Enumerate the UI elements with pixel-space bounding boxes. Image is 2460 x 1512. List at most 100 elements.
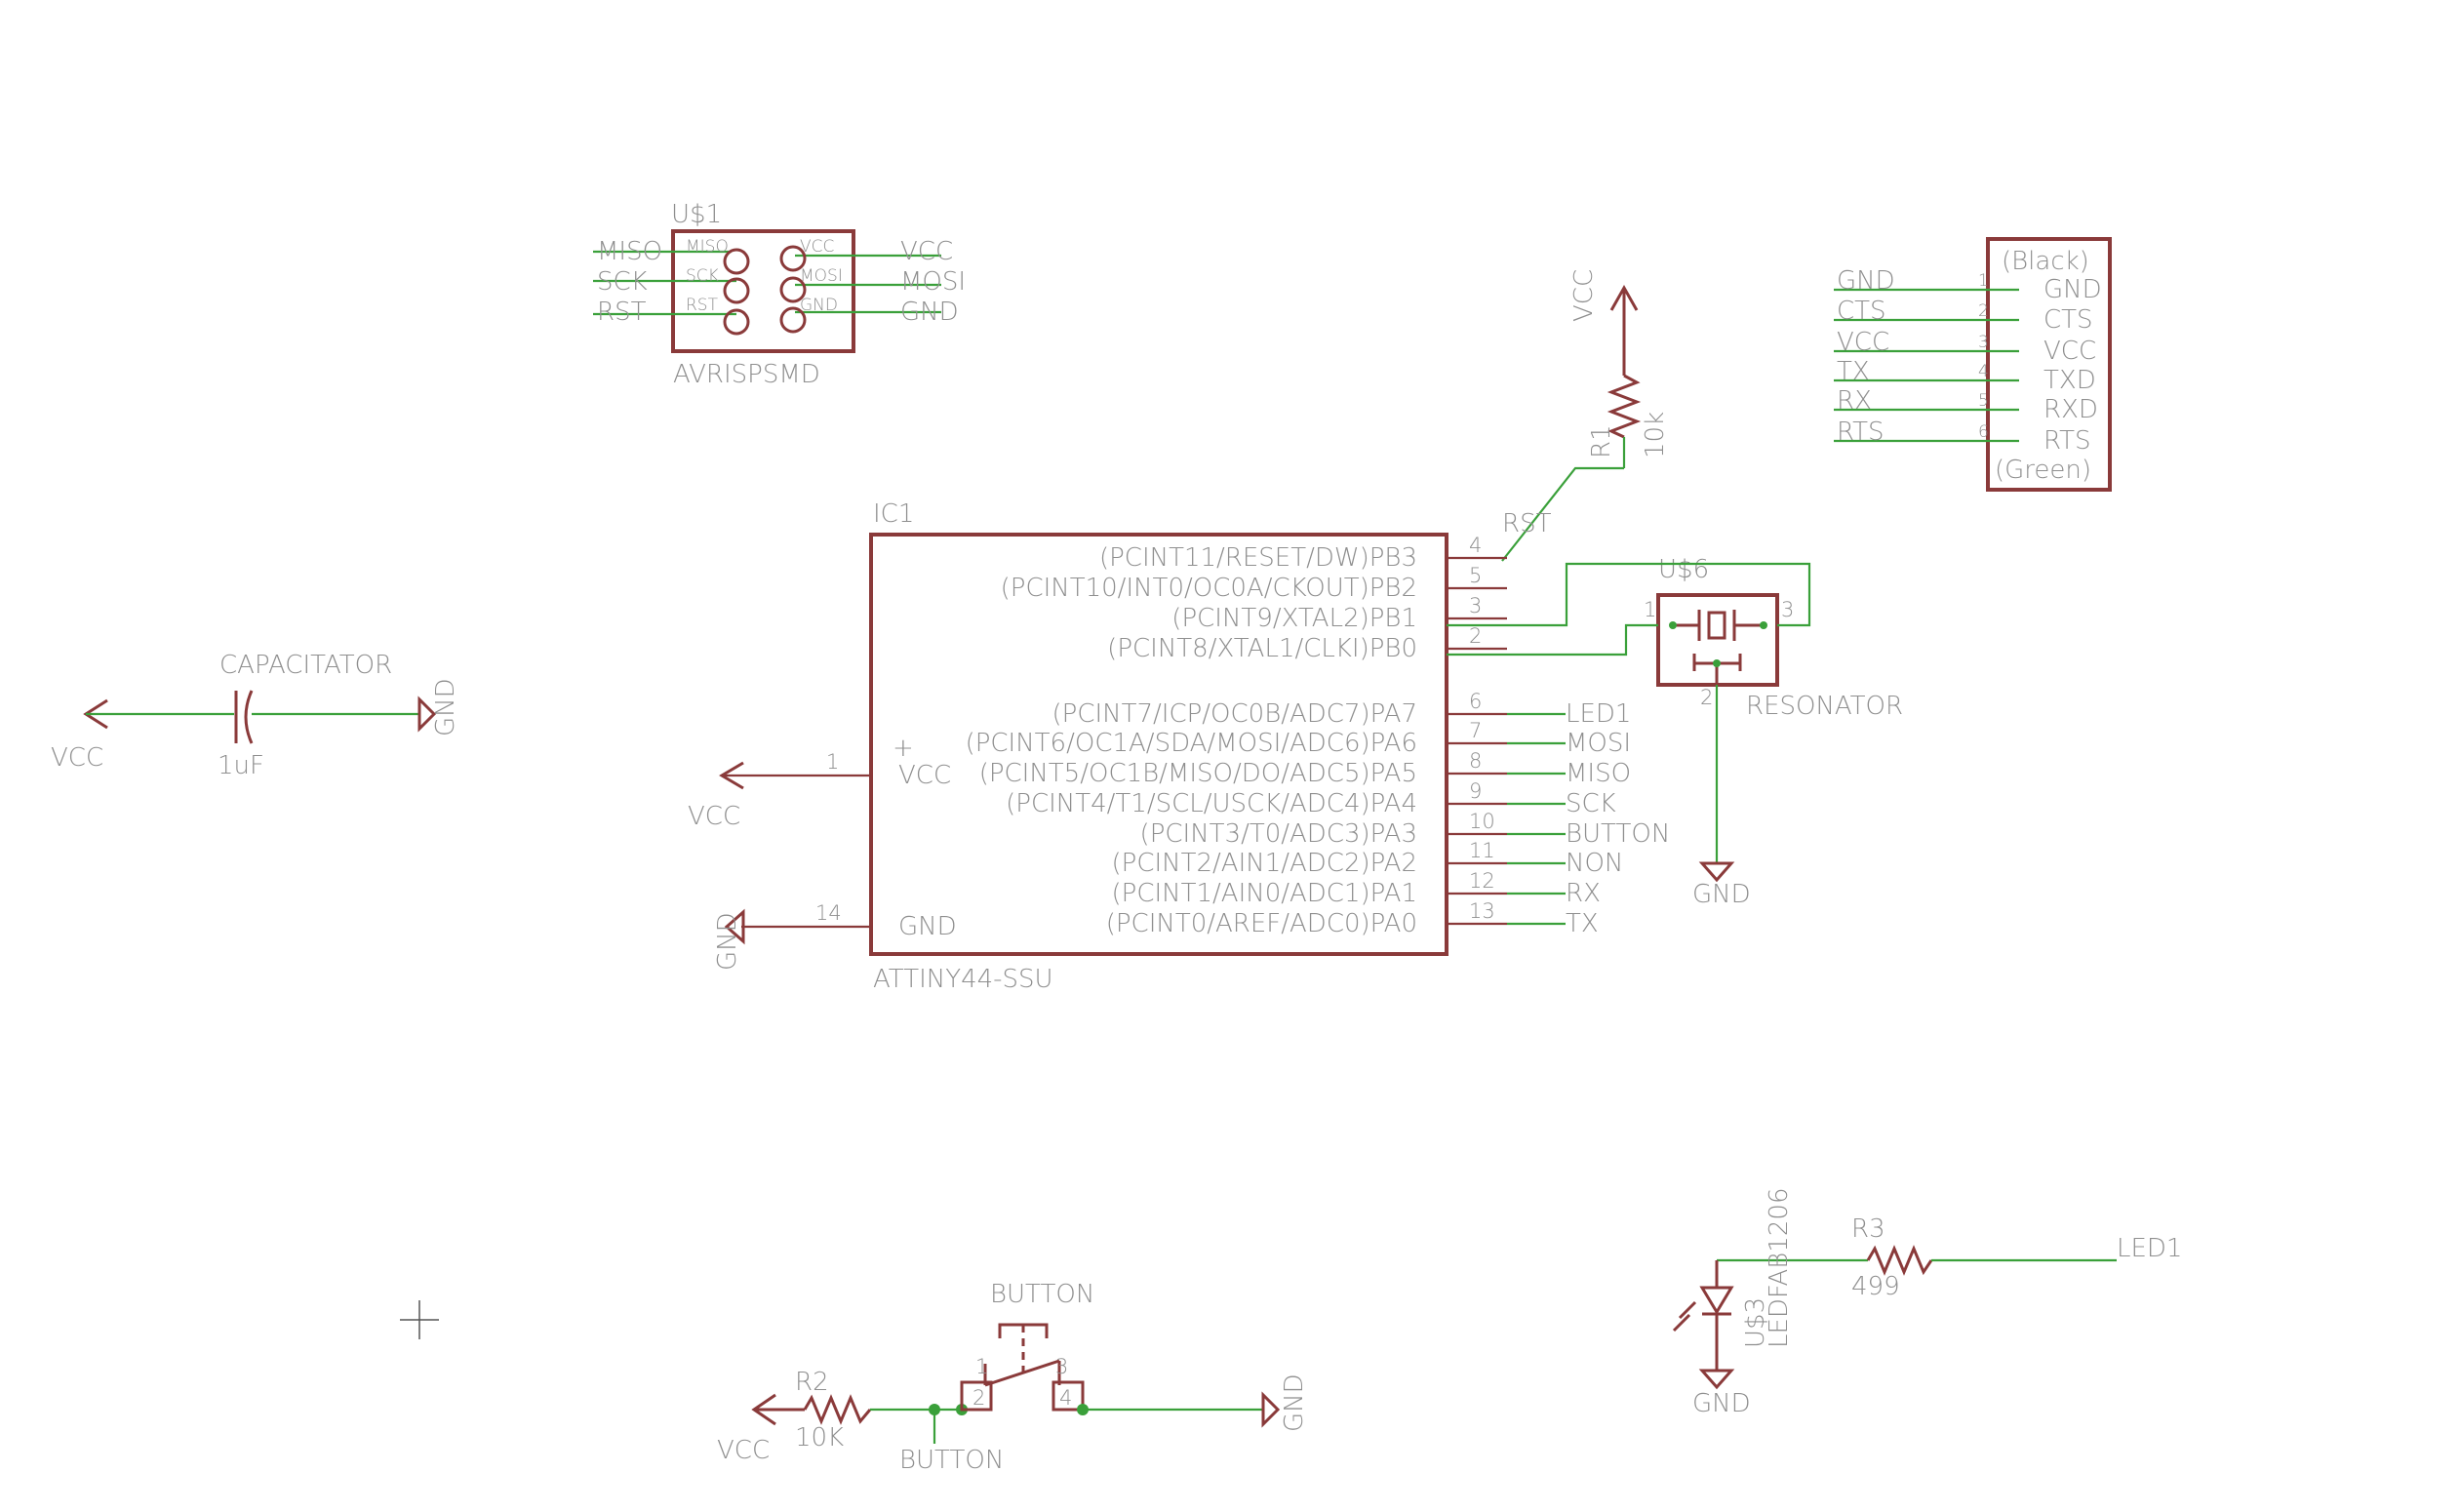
pin-number: 10 — [1469, 810, 1495, 833]
net-label: TX — [1566, 909, 1599, 938]
isp-inner-label: SCK — [686, 266, 719, 286]
switch-pad — [1051, 1380, 1085, 1412]
ground-icon — [1261, 1391, 1281, 1428]
vcc-arrow-icon — [719, 761, 744, 790]
pin-name: VCC — [898, 761, 951, 790]
net-label: GND — [900, 298, 959, 327]
r1-name: R1 — [1587, 424, 1616, 458]
resistor-icon — [803, 1394, 872, 1425]
net-label: VCC — [1837, 328, 1889, 357]
isp-body — [671, 229, 855, 353]
gnd-label: GND — [1692, 1389, 1751, 1418]
r1-pullup[interactable]: VCC R1 10k RST — [1501, 269, 1670, 562]
vcc-label: VCC — [1569, 269, 1599, 322]
pin-number: 3 — [1055, 1355, 1068, 1378]
resistor-icon — [1866, 1245, 1933, 1276]
net-label: SCK — [597, 267, 648, 297]
gnd-label: GND — [1692, 880, 1751, 909]
resistor-icon — [1607, 374, 1642, 439]
vcc-label: VCC — [688, 802, 740, 831]
isp-inner-label: GND — [800, 296, 838, 315]
pin-number: 9 — [1469, 779, 1482, 803]
pin-number: 1 — [1978, 271, 1989, 291]
ic1-plus: + — [893, 734, 914, 763]
pin-name: GND — [898, 912, 957, 941]
pin-name: (PCINT0/AREF/ADC0)PA0 — [1106, 909, 1417, 938]
pin-name: (PCINT1/AIN0/ADC1)PA1 — [1112, 879, 1417, 908]
net-label: RST — [1502, 509, 1552, 538]
r3-name: R3 — [1851, 1214, 1885, 1244]
isp-inner-label: RST — [686, 296, 719, 315]
ground-icon — [1698, 861, 1735, 883]
net-label: VCC — [900, 237, 953, 266]
pin-name: (PCINT10/INT0/OC0A/CKOUT)PB2 — [1001, 574, 1417, 603]
pin-number: 8 — [1469, 749, 1482, 773]
pin-number: 1 — [975, 1355, 988, 1378]
isp-inner-label: MISO — [686, 237, 729, 257]
pin-number: 2 — [1469, 624, 1482, 648]
ftdi-pin-label: RXD — [2043, 395, 2098, 424]
pin-number: 3 — [1781, 598, 1794, 621]
capacitor[interactable]: CAPACITATOR VCC 1uF GND — [51, 651, 460, 780]
gnd-label: GND — [713, 912, 742, 971]
capacitor-name: CAPACITATOR — [219, 651, 392, 680]
pin-number: 5 — [1469, 564, 1482, 587]
pin-number: 7 — [1469, 719, 1482, 742]
net-label: MISO — [597, 237, 662, 266]
resonator-name: U$6 — [1658, 555, 1709, 584]
resonator[interactable]: U$6 1 2 3 RESONATOR GND — [1447, 555, 1903, 909]
pin-number: 6 — [1978, 422, 1989, 442]
ic1-attiny44[interactable]: IC1 ATTINY44-SSU + 1 VCC VCC 14 GND GND … — [688, 499, 1670, 994]
net-label: RTS — [1837, 418, 1885, 447]
net-label: RST — [597, 298, 647, 327]
switch-pad — [960, 1380, 993, 1412]
net-label: GND — [1837, 266, 1895, 296]
net-label: BUTTON — [899, 1446, 1004, 1475]
led-icon — [1699, 1286, 1734, 1315]
ftdi-pin-label: TXD — [2043, 366, 2096, 395]
capacitor-value: 1uF — [218, 751, 264, 780]
isp-pad — [779, 276, 807, 303]
isp-name: U$1 — [671, 200, 722, 229]
r3-value: 499 — [1851, 1272, 1900, 1301]
pin-name: (PCINT2/AIN1/ADC2)PA2 — [1112, 849, 1417, 878]
ic1-value: ATTINY44-SSU — [873, 965, 1053, 994]
net-label: MISO — [1566, 759, 1631, 788]
pin-number: 14 — [815, 901, 842, 925]
pin-name: (PCINT11/RESET/DW)PB3 — [1099, 543, 1417, 573]
pin-number: 4 — [1978, 362, 1989, 381]
net-label: RX — [1837, 386, 1872, 416]
led-circuit[interactable]: R3 499 LED1 GND U$3 LEDFAB1206 — [1672, 1188, 2182, 1418]
pin-number: 2 — [972, 1386, 985, 1410]
ic1-name: IC1 — [873, 499, 914, 529]
pin-number: 2 — [1978, 301, 1989, 321]
pin-name: (PCINT8/XTAL1/CLKI)PB0 — [1107, 634, 1417, 663]
ftdi-bottom-label: (Green) — [1995, 456, 2091, 485]
isp-header[interactable]: U$1 MISO SCK RST VCC MOSI GND MISO SCK R… — [593, 200, 966, 389]
led-value: LEDFAB1206 — [1765, 1188, 1794, 1348]
ftdi-pin-label: VCC — [2043, 337, 2096, 366]
vcc-label: VCC — [717, 1436, 770, 1465]
ground-icon — [1698, 1369, 1735, 1390]
isp-pad — [779, 306, 807, 334]
isp-pad — [723, 277, 750, 304]
button-circuit[interactable]: BUTTON R2 10K VCC BUTTON 1 2 3 4 GND — [717, 1280, 1309, 1475]
pin-number: 13 — [1469, 899, 1495, 923]
ftdi-pin-label: RTS — [2043, 426, 2091, 456]
net-label: CTS — [1837, 297, 1886, 326]
resonator-value: RESONATOR — [1746, 692, 1903, 721]
gnd-label: GND — [431, 678, 460, 736]
pin-number: 4 — [1469, 534, 1482, 557]
net-label: SCK — [1566, 789, 1616, 818]
pin-number: 1 — [826, 750, 839, 774]
vcc-label: VCC — [51, 743, 103, 773]
pin-name: (PCINT6/OC1A/SDA/MOSI/ADC6)PA6 — [966, 729, 1417, 758]
isp-inner-label: VCC — [800, 237, 834, 257]
pin-number: 1 — [1644, 598, 1656, 621]
gnd-label: GND — [1280, 1373, 1309, 1432]
ftdi-pin-label: CTS — [2043, 305, 2093, 335]
net-label: TX — [1837, 357, 1870, 386]
crystal-icon — [1707, 611, 1726, 640]
